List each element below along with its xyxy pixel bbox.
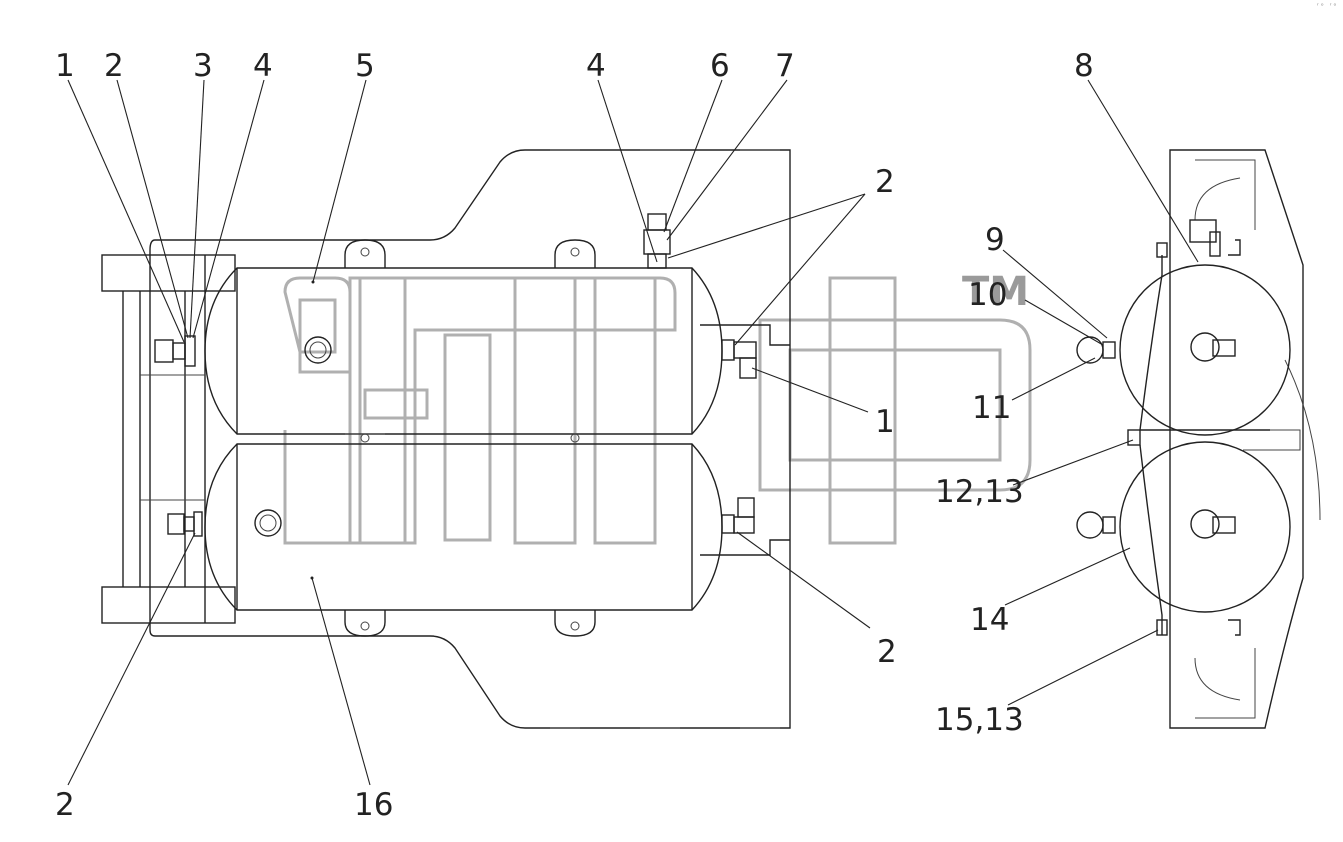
- callout-7: 7: [775, 48, 795, 84]
- callout-4-top: 4: [586, 48, 606, 84]
- lower-air-receiver: [204, 443, 723, 637]
- callout-1: 1: [55, 48, 75, 84]
- callout-6: 6: [710, 48, 730, 84]
- callout-1-right: 1: [875, 404, 895, 440]
- end-view-upper-receiver: [1076, 219, 1291, 436]
- end-view-frame: [1169, 149, 1321, 729]
- pressure-valve-top: [643, 213, 671, 269]
- mounting-strap: [1127, 239, 1270, 636]
- callout-5: 5: [355, 48, 375, 84]
- callout-11: 11: [972, 390, 1011, 426]
- watermark-logo: [283, 276, 1032, 545]
- callout-15-13: 15,13: [935, 702, 1024, 738]
- end-view-lower-receiver: [1076, 441, 1291, 613]
- fitting-lower-right: [721, 497, 755, 534]
- leader-lines: [67, 79, 1199, 786]
- callout-2-bottom: 2: [55, 787, 75, 823]
- callout-12-13: 12,13: [935, 474, 1024, 510]
- callout-8: 8: [1074, 48, 1094, 84]
- callout-2: 2: [104, 48, 124, 84]
- drain-valve-lower-left: [167, 511, 203, 537]
- callout-labels: 1 2 3 4 5 4 6 7 8 2 9 10 1 11 12,13 14 2…: [55, 48, 1094, 823]
- drain-valve-upper-left: [154, 335, 196, 367]
- callout-4: 4: [253, 48, 273, 84]
- upper-air-receiver: [204, 239, 723, 443]
- callout-16: 16: [354, 787, 393, 823]
- callout-10: 10: [968, 277, 1007, 313]
- callout-3: 3: [193, 48, 213, 84]
- watermark-trademark: TM: [962, 269, 1029, 315]
- callout-9: 9: [985, 222, 1005, 258]
- corner-mark: ʳᵒ ʳᵒ: [1315, 2, 1337, 10]
- callout-14: 14: [970, 602, 1009, 638]
- callout-2-right: 2: [875, 164, 895, 200]
- callout-2-lower-right: 2: [877, 634, 897, 670]
- fitting-upper-right: [721, 339, 757, 379]
